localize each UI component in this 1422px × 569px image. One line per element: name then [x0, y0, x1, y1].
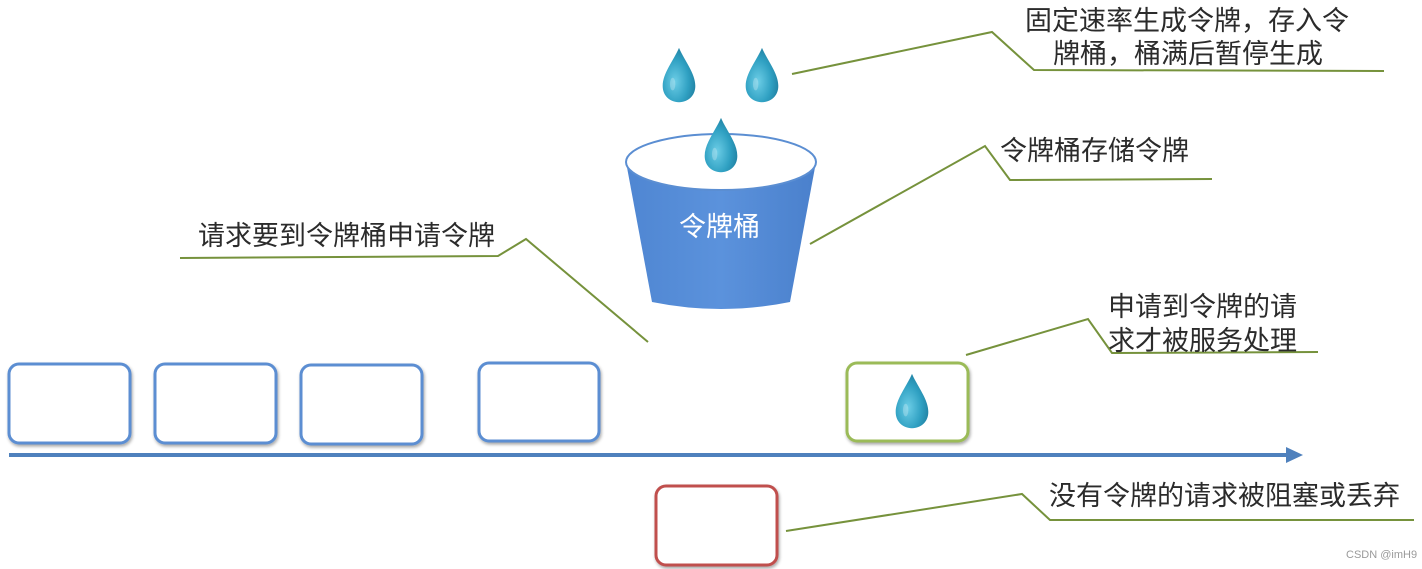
- request-apply-callout-line: [179, 237, 649, 343]
- token-generation-label-line1: 固定速率生成令牌，存入令: [1025, 6, 1349, 37]
- blocked-label: 没有令牌的请求被阻塞或丢弃: [1049, 481, 1400, 512]
- served-label-line1: 申请到令牌的请: [1108, 292, 1297, 323]
- request-box: [299, 363, 424, 446]
- timeline-arrow: [9, 447, 1303, 463]
- token-generation-label-line2: 牌桶，桶满后暂停生成: [1053, 39, 1323, 70]
- request-box: [153, 362, 278, 445]
- water-drop-icon: [745, 47, 779, 103]
- token-generation-callout-line: [791, 30, 1385, 75]
- blocked-callout-line: [785, 492, 1414, 532]
- request-box: [477, 361, 601, 443]
- water-drop-icon: [704, 117, 738, 173]
- watermark: CSDN @imH9: [1346, 549, 1418, 561]
- request-apply-label: 请求要到令牌桶申请令牌: [198, 221, 495, 252]
- served-label-line2: 求才被服务处理: [1108, 326, 1297, 357]
- bucket-label: 令牌桶: [679, 212, 760, 243]
- request-box: [7, 362, 132, 445]
- blocked-request-box: [654, 484, 779, 567]
- bucket-storage-callout-line: [809, 144, 1213, 245]
- bucket-storage-label: 令牌桶存储令牌: [1000, 136, 1189, 167]
- water-drop-icon: [662, 47, 696, 103]
- served-callout-line: [965, 317, 1319, 356]
